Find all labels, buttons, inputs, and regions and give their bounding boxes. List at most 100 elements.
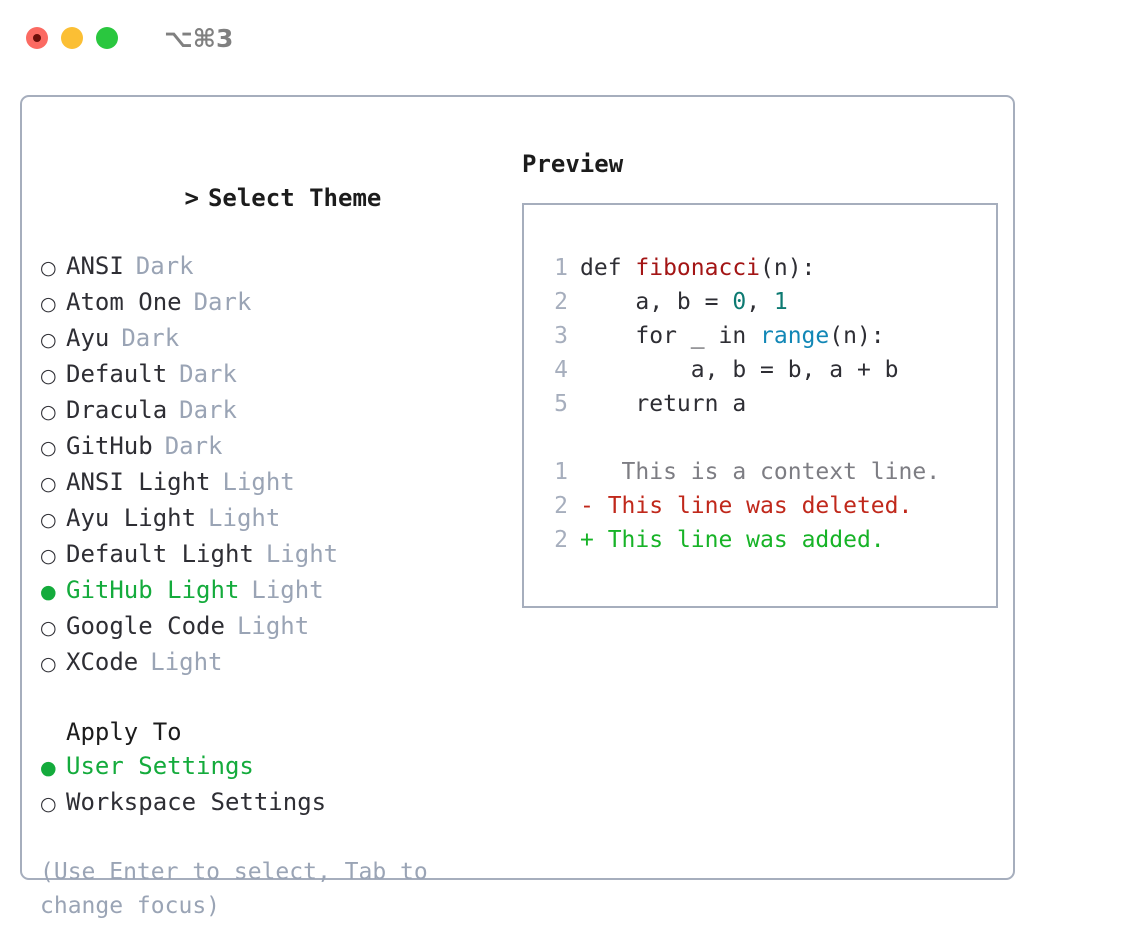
traffic-lights: [26, 27, 118, 49]
radio-selected-icon: ●: [40, 757, 57, 779]
code-token: fibonacci: [635, 255, 761, 281]
theme-option-tag: Light: [222, 468, 295, 496]
theme-option-label: Atom One: [66, 288, 182, 316]
line-number: 1: [554, 255, 568, 281]
theme-option-tag: Dark: [179, 360, 237, 388]
zoom-button[interactable]: [96, 27, 118, 49]
line-number: 4: [554, 357, 568, 383]
code-line: 1 def fibonacci(n):: [524, 251, 996, 285]
code-blank-line: [524, 421, 996, 455]
code-token: return a: [580, 391, 747, 417]
apply-to-heading: Apply To: [66, 718, 182, 746]
code-preview-box: 1 def fibonacci(n): 2 a, b = 0, 1 3 for _ i…: [522, 203, 998, 608]
theme-option-label: Default: [66, 360, 168, 388]
keyboard-shortcut-label: ⌥⌘3: [164, 23, 234, 53]
code-line-text: for _ in range(n):: [580, 319, 884, 353]
code-token: range: [760, 323, 830, 349]
theme-option-tag: Light: [251, 576, 324, 604]
apply-to-option-workspace-settings[interactable]: ○ Workspace Settings: [40, 785, 502, 821]
theme-option-tag: Dark: [135, 252, 194, 280]
keyboard-hint-text: (Use Enter to select, Tab to change focu…: [40, 859, 442, 919]
theme-option-dracula[interactable]: ○ Dracula Dark: [40, 393, 502, 429]
code-token: 0: [732, 289, 747, 315]
radio-unselected-icon: ○: [40, 545, 57, 567]
code-token: a, b =: [580, 289, 733, 315]
theme-option-label: XCode: [66, 648, 139, 676]
theme-option-github[interactable]: ○ GitHub Dark: [40, 429, 502, 465]
code-token: ,: [746, 289, 774, 315]
theme-option-default-light[interactable]: ○ Default Light Light: [40, 537, 502, 573]
theme-option-ayu-light[interactable]: ○ Ayu Light Light: [40, 501, 502, 537]
theme-option-tag: Dark: [164, 432, 223, 460]
diff-marker: +: [580, 527, 594, 553]
radio-selected-icon: ●: [40, 581, 57, 603]
code-token: for _ in: [580, 323, 761, 349]
code-token: 1: [773, 289, 788, 315]
caret-icon: >: [184, 184, 199, 212]
line-number: 1: [554, 459, 568, 485]
line-number: 2: [554, 289, 568, 315]
diff-line: 2- This line was deleted.: [524, 489, 996, 523]
theme-option-label: Google Code: [66, 612, 225, 640]
radio-unselected-icon: ○: [40, 437, 57, 459]
theme-option-tag: Light: [150, 648, 223, 676]
theme-option-label: Ayu Light: [66, 504, 197, 532]
radio-unselected-icon: ○: [40, 617, 57, 639]
code-line-text: a, b = b, a + b: [580, 353, 899, 387]
diff-block: 1 This is a context line.2- This line wa…: [524, 455, 996, 557]
code-line-text: return a: [580, 387, 746, 421]
diff-marker: [580, 455, 594, 489]
theme-option-label: ANSI Light: [66, 468, 211, 496]
code-block: 1 def fibonacci(n): 2 a, b = 0, 1 3 for _ i…: [524, 251, 996, 421]
line-number: 3: [554, 323, 568, 349]
code-line: 4 a, b = b, a + b: [524, 353, 996, 387]
apply-to-option-label: User Settings: [66, 752, 254, 780]
radio-unselected-icon: ○: [40, 509, 57, 531]
code-line: 5 return a: [524, 387, 996, 421]
close-button[interactable]: [26, 27, 48, 49]
theme-option-label: Dracula: [66, 396, 168, 424]
diff-marker: -: [580, 493, 594, 519]
radio-unselected-icon: ○: [40, 401, 57, 423]
line-number: 5: [554, 391, 568, 417]
theme-option-xcode[interactable]: ○ XCode Light: [40, 645, 502, 681]
theme-option-google-code[interactable]: ○ Google Code Light: [40, 609, 502, 645]
theme-option-tag: Light: [236, 612, 310, 640]
code-token: def: [580, 255, 636, 281]
diff-line-text: This line was added.: [593, 527, 885, 553]
line-number: 2: [554, 527, 568, 553]
theme-option-label: GitHub: [66, 432, 153, 460]
preview-heading: Preview: [522, 150, 624, 178]
theme-option-label: Default Light: [66, 540, 254, 568]
diff-line-text: This is a context line.: [593, 459, 941, 485]
select-theme-heading-label: Select Theme: [207, 184, 382, 212]
radio-unselected-icon: ○: [40, 653, 57, 675]
theme-option-tag: Light: [208, 504, 281, 532]
code-line: 2 a, b = 0, 1: [524, 285, 996, 319]
apply-to-option-user-settings[interactable]: ● User Settings: [40, 749, 502, 785]
theme-option-tag: Dark: [193, 288, 252, 316]
preview-column: Preview 1 def fibonacci(n): 2 a, b = 0, 1 3…: [502, 147, 1013, 923]
minimize-button[interactable]: [61, 27, 83, 49]
code-token: (n):: [760, 255, 816, 281]
diff-line: 1 This is a context line.: [524, 455, 996, 489]
apply-to-option-label: Workspace Settings: [66, 788, 327, 816]
theme-option-tag: Dark: [121, 324, 180, 352]
apply-to-option-list: ● User Settings ○ Workspace Settings: [40, 749, 502, 821]
title-bar: ⌥⌘3: [0, 0, 1140, 76]
select-theme-heading: > Select Theme: [40, 147, 502, 249]
line-number: 2: [554, 493, 568, 519]
radio-unselected-icon: ○: [40, 793, 57, 815]
theme-option-tag: Dark: [179, 396, 237, 424]
code-token: a, b = b, a + b: [580, 357, 899, 383]
theme-option-tag: Light: [265, 540, 339, 568]
